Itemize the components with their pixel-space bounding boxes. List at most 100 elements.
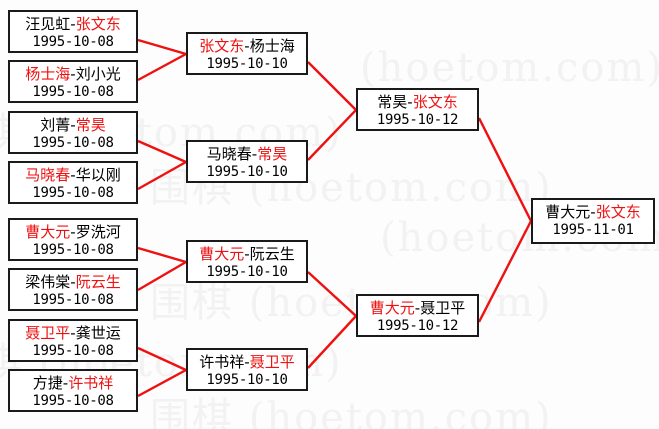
player-left: 方捷 [32, 374, 63, 392]
match-players: 梁伟棠-阮云生 [10, 273, 136, 292]
player-separator: - [70, 116, 76, 134]
player-left: 汪见虹 [25, 15, 71, 33]
player-left: 常昊 [377, 93, 408, 111]
player-separator: - [70, 223, 76, 241]
match-players: 许书祥-聂卫平 [188, 353, 306, 372]
match-date: 1995-10-08 [32, 292, 114, 309]
match-date: 1995-10-08 [32, 84, 114, 101]
match-players: 曹大元-阮云生 [188, 245, 306, 264]
player-separator: - [70, 65, 76, 83]
watermark-text: 围棋 (hoetom.com) [150, 395, 553, 429]
player-left: 杨士海 [25, 65, 71, 83]
bracket-connector [307, 109, 357, 161]
player-right: 聂卫平 [249, 353, 295, 371]
bracket-connector [307, 315, 357, 369]
bracket-connector [137, 260, 187, 292]
player-left: 曹大元 [199, 245, 245, 263]
match-players: 聂卫平-龚世运 [10, 324, 136, 343]
player-right: 张文东 [75, 15, 121, 33]
player-right: 张文东 [595, 203, 641, 221]
bracket-connector [137, 368, 187, 398]
player-left: 马晓春 [206, 145, 252, 163]
player-right: 杨士海 [249, 37, 295, 55]
match-date: 1995-10-12 [376, 112, 459, 129]
player-left: 张文东 [199, 37, 245, 55]
player-left: 聂卫平 [25, 324, 71, 342]
player-separator: - [244, 245, 250, 263]
bracket-connector [477, 117, 533, 222]
player-right: 常昊 [257, 145, 288, 163]
player-separator: - [70, 273, 76, 291]
match-date: 1995-10-10 [206, 372, 288, 389]
match-date: 1995-10-10 [206, 164, 288, 181]
player-left: 梁伟棠 [25, 273, 71, 291]
match-players: 常昊-张文东 [358, 93, 477, 112]
match-date: 1995-10-08 [32, 135, 114, 152]
player-separator: - [244, 353, 250, 371]
match-players: 刘菁-常昊 [10, 116, 136, 135]
player-right: 许书祥 [68, 374, 114, 392]
bracket-connector [307, 61, 357, 111]
player-left: 马晓春 [25, 166, 71, 184]
player-separator: - [414, 299, 421, 317]
match-players: 张文东-杨士海 [188, 37, 306, 56]
bracket-connector [137, 38, 187, 56]
player-right: 聂卫平 [420, 299, 466, 317]
bracket-connector [137, 52, 187, 82]
player-left: 许书祥 [199, 353, 245, 371]
player-separator: - [244, 37, 250, 55]
player-separator: - [70, 15, 76, 33]
match-players: 马晓春-华以刚 [10, 166, 136, 185]
match-date: 1995-10-08 [32, 185, 114, 202]
match-players: 曹大元-聂卫平 [358, 299, 477, 318]
player-left: 曹大元 [25, 223, 71, 241]
player-right: 张文东 [412, 93, 458, 111]
match-players: 杨士海-刘小光 [10, 65, 136, 84]
player-separator: - [251, 145, 258, 163]
player-right: 阮云生 [249, 245, 295, 263]
player-right: 常昊 [75, 116, 106, 134]
match-players: 方捷-许书祥 [10, 374, 136, 393]
player-separator: - [70, 324, 76, 342]
bracket-connector [307, 271, 357, 317]
match-date: 1995-10-08 [32, 343, 114, 360]
bracket-connector [137, 346, 187, 372]
player-separator: - [70, 166, 76, 184]
bracket-connector [137, 246, 187, 264]
match-date: 1995-10-08 [32, 393, 114, 410]
player-right: 龚世运 [75, 324, 121, 342]
match-players: 曹大元-张文东 [533, 203, 653, 222]
player-separator: - [62, 374, 69, 392]
match-date: 1995-10-08 [32, 242, 114, 259]
match-date: 1995-10-12 [376, 318, 459, 335]
player-left: 刘菁 [40, 116, 71, 134]
bracket-connector [137, 139, 187, 164]
match-players: 马晓春-常昊 [188, 145, 306, 164]
match-players: 曹大元-罗洗河 [10, 223, 136, 242]
player-separator: - [590, 203, 596, 221]
player-right: 刘小光 [75, 65, 121, 83]
player-right: 华以刚 [75, 166, 121, 184]
player-right: 罗洗河 [75, 223, 121, 241]
watermark-text: (hoetom.com) [360, 45, 659, 91]
match-players: 汪见虹-张文东 [10, 15, 136, 34]
match-date: 1995-10-10 [206, 56, 288, 73]
bracket-connector [137, 160, 187, 191]
match-date: 1995-10-10 [206, 264, 288, 281]
